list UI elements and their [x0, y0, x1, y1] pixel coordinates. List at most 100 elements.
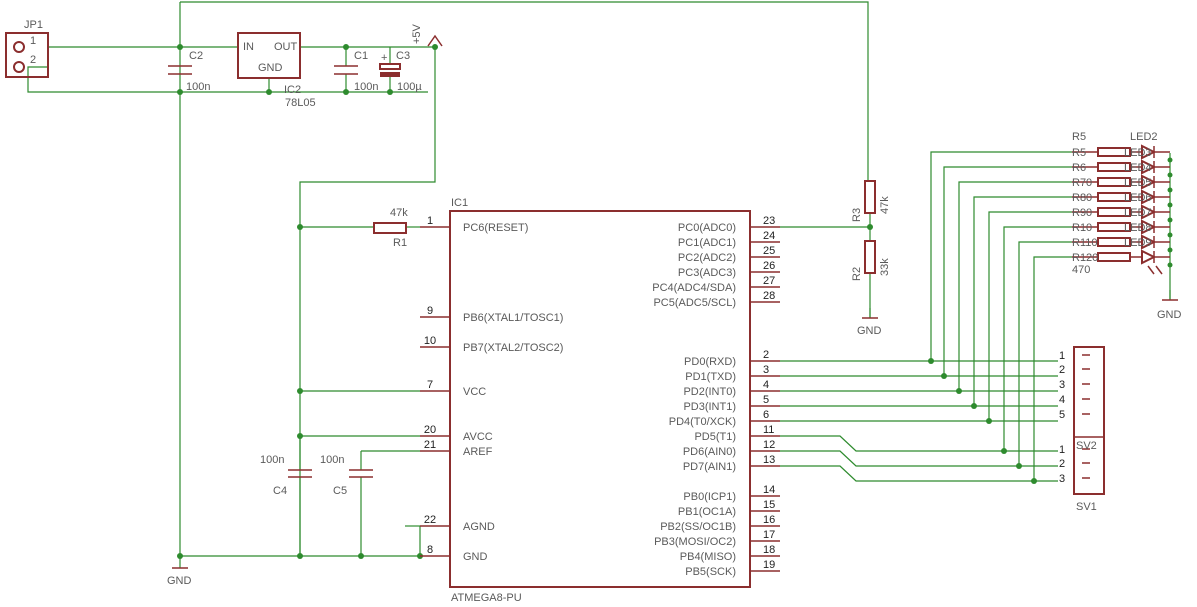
- r1-resistor: [373, 222, 407, 234]
- sv2-pin-number: 1: [1059, 444, 1065, 456]
- sv1-pin-number: 4: [1059, 394, 1065, 406]
- junction-dot: [1167, 262, 1173, 268]
- ic1-pin-number: 6: [763, 409, 769, 421]
- array-feed-wire-7: [1018, 241, 1072, 466]
- ic1-pin-name: PD6(AIN0): [683, 446, 736, 458]
- junction-dot: [387, 89, 393, 95]
- ground-label: GND: [167, 575, 192, 587]
- ic1-pin-name: PB6(XTAL1/TOSC1): [463, 312, 563, 324]
- junction-dot: [1167, 202, 1173, 208]
- junction-dot: [1167, 247, 1173, 253]
- array-resistor-label: R110: [1072, 237, 1097, 249]
- jp1-pin2-label: 2: [30, 54, 36, 66]
- junction-dot: [928, 358, 934, 364]
- ic1-pin-number: 5: [763, 394, 769, 406]
- ic1-pin-name: PC0(ADC0): [678, 222, 736, 234]
- ic1-pin-name: PD5(T1): [694, 431, 736, 443]
- led-icon: [1141, 204, 1157, 220]
- c2-name: C2: [189, 50, 203, 62]
- ic1-pin-number: 11: [763, 424, 774, 436]
- sv2-pin-number: 3: [1059, 473, 1065, 485]
- ic1-pin-number: 20: [424, 424, 436, 436]
- junction-dot: [1167, 232, 1173, 238]
- jp1-pin-1: [13, 41, 25, 53]
- ic1-pin-name: PD2(INT0): [683, 386, 736, 398]
- ic1-pin-name: PC3(ADC3): [678, 267, 736, 279]
- jp1-label: JP1: [24, 19, 43, 31]
- junction-dot: [941, 373, 947, 379]
- junction-dot: [1167, 157, 1173, 163]
- ic1-pin-number: 21: [424, 439, 436, 451]
- ground-label: GND: [1157, 309, 1182, 321]
- c4-name: C4: [273, 485, 287, 497]
- junction-dot: [1167, 217, 1173, 223]
- ic1-pin-number: 9: [427, 305, 433, 317]
- led-label: LED4: [1124, 162, 1152, 174]
- led-icon: [1141, 144, 1157, 160]
- array-resistor-label: R5: [1072, 147, 1086, 159]
- wire-33: [780, 450, 1058, 467]
- led-label: LED3: [1124, 147, 1152, 159]
- ic1-pin-name: PB5(SCK): [685, 566, 736, 578]
- junction-dot: [986, 418, 992, 424]
- array-resistor-label: R90: [1072, 207, 1092, 219]
- ic2-out-pin: OUT: [274, 41, 298, 53]
- ic1-pin-number: 10: [424, 335, 436, 347]
- ic1-pin-name: PB1(OC1A): [678, 506, 736, 518]
- ic1-pin-number: 25: [763, 245, 775, 257]
- sv1-name: SV1: [1076, 501, 1097, 513]
- ic1-pin-name: PB4(MISO): [680, 551, 736, 563]
- vcc-label: +5V: [411, 23, 423, 44]
- array-feed-wire-3: [958, 181, 1072, 391]
- ic1-pin-number: 7: [427, 379, 433, 391]
- r3-resistor: [864, 180, 876, 214]
- ic1-pin-name: PD7(AIN1): [683, 461, 736, 473]
- junction-dot: [343, 89, 349, 95]
- ic1-pin-number: 28: [763, 290, 775, 302]
- ic1-pin-name: PB0(ICP1): [683, 491, 736, 503]
- c1-value: 100n: [354, 81, 378, 93]
- c3-plus-sign: +: [381, 52, 387, 64]
- r1-name: R1: [393, 237, 407, 249]
- ic1-pin-name: PD0(RXD): [684, 356, 736, 368]
- ic1-pin-number: 22: [424, 514, 436, 526]
- sv1-pin-number: 1: [1059, 350, 1065, 362]
- ic1-pin-name: PC6(RESET): [463, 222, 528, 234]
- ic1-pin-number: 13: [763, 454, 775, 466]
- led-icon: [1141, 174, 1157, 190]
- ic1-pin-name: PC2(ADC2): [678, 252, 736, 264]
- ic1-pin-name: VCC: [463, 386, 486, 398]
- led-icon: [1141, 219, 1157, 235]
- array-resistor: [1097, 252, 1131, 262]
- ic2-regulator: [237, 32, 301, 79]
- wire-32: [780, 435, 1058, 452]
- ic1-pin-number: 12: [763, 439, 775, 451]
- ic2-gnd-pin: GND: [258, 62, 283, 74]
- ic2-in-pin: IN: [243, 41, 254, 53]
- ground-symbols: GND GND GND: [167, 290, 1182, 587]
- ic1-pin-number: 23: [763, 215, 775, 227]
- junction-dot: [343, 44, 349, 50]
- junction-dot: [1016, 463, 1022, 469]
- ic1-pin-name: AGND: [463, 521, 495, 533]
- c3-plate-top: [379, 63, 401, 70]
- ic1-pin-name: PD4(T0/XCK): [669, 416, 736, 428]
- r3-value: 47k: [879, 196, 891, 214]
- sv1-pin-number: 3: [1059, 379, 1065, 391]
- led-icon: [1141, 234, 1157, 250]
- ic1-pin-number: 27: [763, 275, 775, 287]
- array-resistor-label: R80: [1072, 192, 1092, 204]
- junction-dot: [971, 403, 977, 409]
- ic1-pin-name: AREF: [463, 446, 493, 458]
- sv1-pin-number: 5: [1059, 409, 1065, 421]
- c1-name: C1: [354, 50, 368, 62]
- sv2-pin-number: 2: [1059, 458, 1065, 470]
- led-array-title: LED2: [1130, 131, 1158, 143]
- ic1-pin-name: PB7(XTAL2/TOSC2): [463, 342, 563, 354]
- ic1-pin-name: PC1(ADC1): [678, 237, 736, 249]
- junction-dot: [358, 553, 364, 559]
- ground-label: GND: [857, 325, 882, 337]
- ic1-body: [449, 210, 751, 588]
